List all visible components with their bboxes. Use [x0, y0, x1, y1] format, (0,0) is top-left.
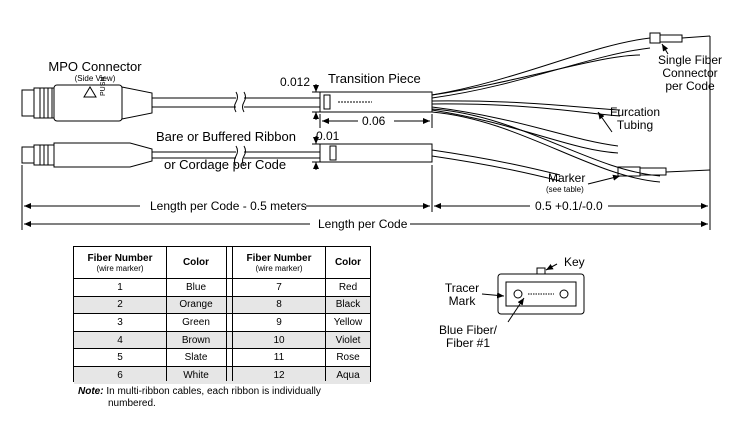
table-divider: [226, 247, 227, 381]
fiber-number-cell: 11: [273, 352, 285, 364]
single-fiber-label-3: per Code: [665, 79, 715, 93]
fiber-number-cell: 12: [273, 369, 285, 381]
table-note: Note: In multi-ribbon cables, each ribbo…: [78, 386, 321, 410]
fiber-number-cell: 6: [117, 369, 123, 381]
table-divider: [232, 247, 233, 381]
blue-fiber-label-2: Fiber #1: [445, 336, 491, 350]
fan-out-fibers: [431, 37, 661, 183]
fiber-number-cell: 5: [117, 352, 123, 364]
fiber-color-table: Fiber Number (wire marker) Color Fiber N…: [73, 246, 371, 384]
fiber-number-cell: 3: [117, 316, 123, 328]
transition-piece-label: Transition Piece: [328, 71, 421, 86]
color-cell: Black: [335, 299, 361, 311]
length-tolerance-label: 0.5 +0.1/-0.0: [535, 199, 603, 213]
table-row: 2 Orange 8 Black: [74, 295, 370, 314]
table-row: 4 Brown 10 Violet: [74, 330, 370, 349]
tracer-label-1: Tracer: [444, 281, 480, 295]
transition-piece-top: [319, 91, 433, 113]
header-color-1: Color: [182, 257, 210, 268]
key-label: Key: [564, 255, 585, 269]
dim-006-label: 0.06: [362, 114, 386, 128]
dim-0012-label: 0.012: [280, 75, 311, 89]
color-cell: Brown: [181, 334, 211, 346]
mpo-connector-label: MPO Connector: [48, 59, 142, 74]
length-per-code-label: Length per Code: [318, 217, 408, 231]
mpo-end-view: [481, 263, 585, 323]
header-wire-marker-1: (wire marker): [96, 263, 144, 273]
table-row: 6 White 12 Aqua: [74, 366, 370, 384]
header-color-2: Color: [334, 257, 362, 268]
push-label: PUSH: [100, 76, 107, 96]
table-divider: [166, 247, 167, 381]
table-row: 3 Green 9 Yellow: [74, 313, 370, 331]
note-text-1: In multi-ribbon cables, each ribbon is i…: [106, 386, 321, 397]
table-row: 1 Blue 7 Red: [74, 278, 370, 296]
single-fiber-label-2: Connector: [662, 66, 718, 80]
cordage-label: or Cordage per Code: [164, 157, 287, 172]
color-cell: Rose: [336, 352, 360, 364]
color-cell: Orange: [179, 299, 213, 311]
fiber-number-cell: 8: [276, 299, 282, 311]
fiber-number-cell: 7: [276, 281, 282, 293]
note-label: Note:: [78, 386, 104, 397]
marker-label: Marker: [548, 171, 586, 185]
color-cell: Violet: [335, 334, 361, 346]
tracer-label-2: Mark: [448, 294, 476, 308]
length-dimensions: [21, 36, 711, 230]
dim-001-label: 0.01: [316, 129, 340, 143]
color-cell: Slate: [184, 352, 208, 364]
fiber-number-cell: 10: [273, 334, 285, 346]
header-fiber-number-2: Fiber Number: [246, 252, 312, 264]
color-cell: Blue: [185, 281, 206, 293]
table-row: 5 Slate 11 Rose: [74, 348, 370, 366]
see-table-label: (see table): [546, 185, 584, 194]
color-cell: Red: [338, 281, 358, 293]
mpo-connector-bottom: [21, 142, 153, 168]
color-cell: Yellow: [333, 316, 363, 328]
fiber-number-cell: 4: [117, 334, 123, 346]
fiber-number-cell: 2: [117, 299, 123, 311]
color-cell: Aqua: [336, 369, 360, 381]
single-fiber-label-1: Single Fiber: [657, 53, 723, 67]
side-view-label: (Side View): [74, 74, 116, 83]
fiber-number-cell: 9: [276, 316, 282, 328]
bare-ribbon-label: Bare or Buffered Ribbon: [156, 129, 296, 144]
color-cell: Green: [182, 316, 210, 328]
blue-fiber-label-1: Blue Fiber/: [438, 323, 498, 337]
single-fiber-connector-top: [649, 32, 711, 44]
furcation-label-2: Tubing: [616, 118, 654, 132]
length-minus-label: Length per Code - 0.5 meters: [150, 199, 307, 213]
furcation-label-1: Furcation: [609, 105, 661, 119]
table-divider: [325, 247, 326, 381]
transition-piece-bottom: [319, 143, 433, 163]
marker-sleeve: [617, 166, 711, 177]
fiber-number-cell: 1: [117, 281, 123, 293]
color-cell: White: [183, 369, 209, 381]
mpo-connector-top: [21, 84, 153, 122]
header-wire-marker-2: (wire marker): [255, 263, 303, 273]
header-fiber-number-1: Fiber Number: [87, 252, 153, 264]
table-header: Fiber Number (wire marker) Color Fiber N…: [74, 247, 370, 278]
note-text-2: numbered.: [108, 398, 156, 409]
